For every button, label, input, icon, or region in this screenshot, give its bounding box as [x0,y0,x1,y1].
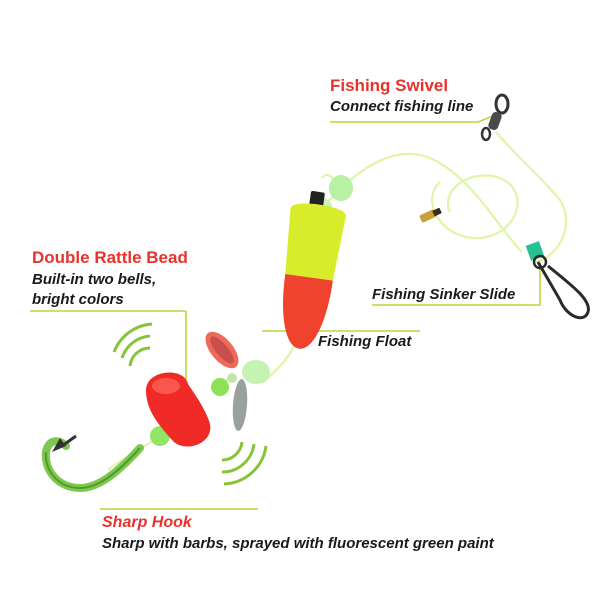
float-label: Fishing Float [318,333,412,350]
swivel-description: Connect fishing line [330,98,474,115]
green-bead-upper [211,378,229,396]
glow-bead-mid [242,360,270,384]
rattle-bead-title: Double Rattle Bead [32,248,188,267]
fishing-swivel [480,93,510,142]
rattle-bead-description-line2: bright colors [32,291,124,308]
sound-wave-icons [112,322,268,486]
fishing-sinker-slide [525,241,590,320]
fishing-float [283,191,346,349]
propeller-spinner [205,331,248,431]
sharp-hook [41,434,144,493]
sinker-slide-label: Fishing Sinker Slide [372,286,516,303]
hook-description: Sharp with barbs, sprayed with fluoresce… [102,535,494,552]
rattle-bead-description-line1: Built-in two bells, [32,271,157,288]
swivel-title: Fishing Swivel [330,76,449,95]
hook-title: Sharp Hook [102,514,192,531]
crimp-sleeve [419,207,442,223]
double-rattle-bead [146,372,211,447]
